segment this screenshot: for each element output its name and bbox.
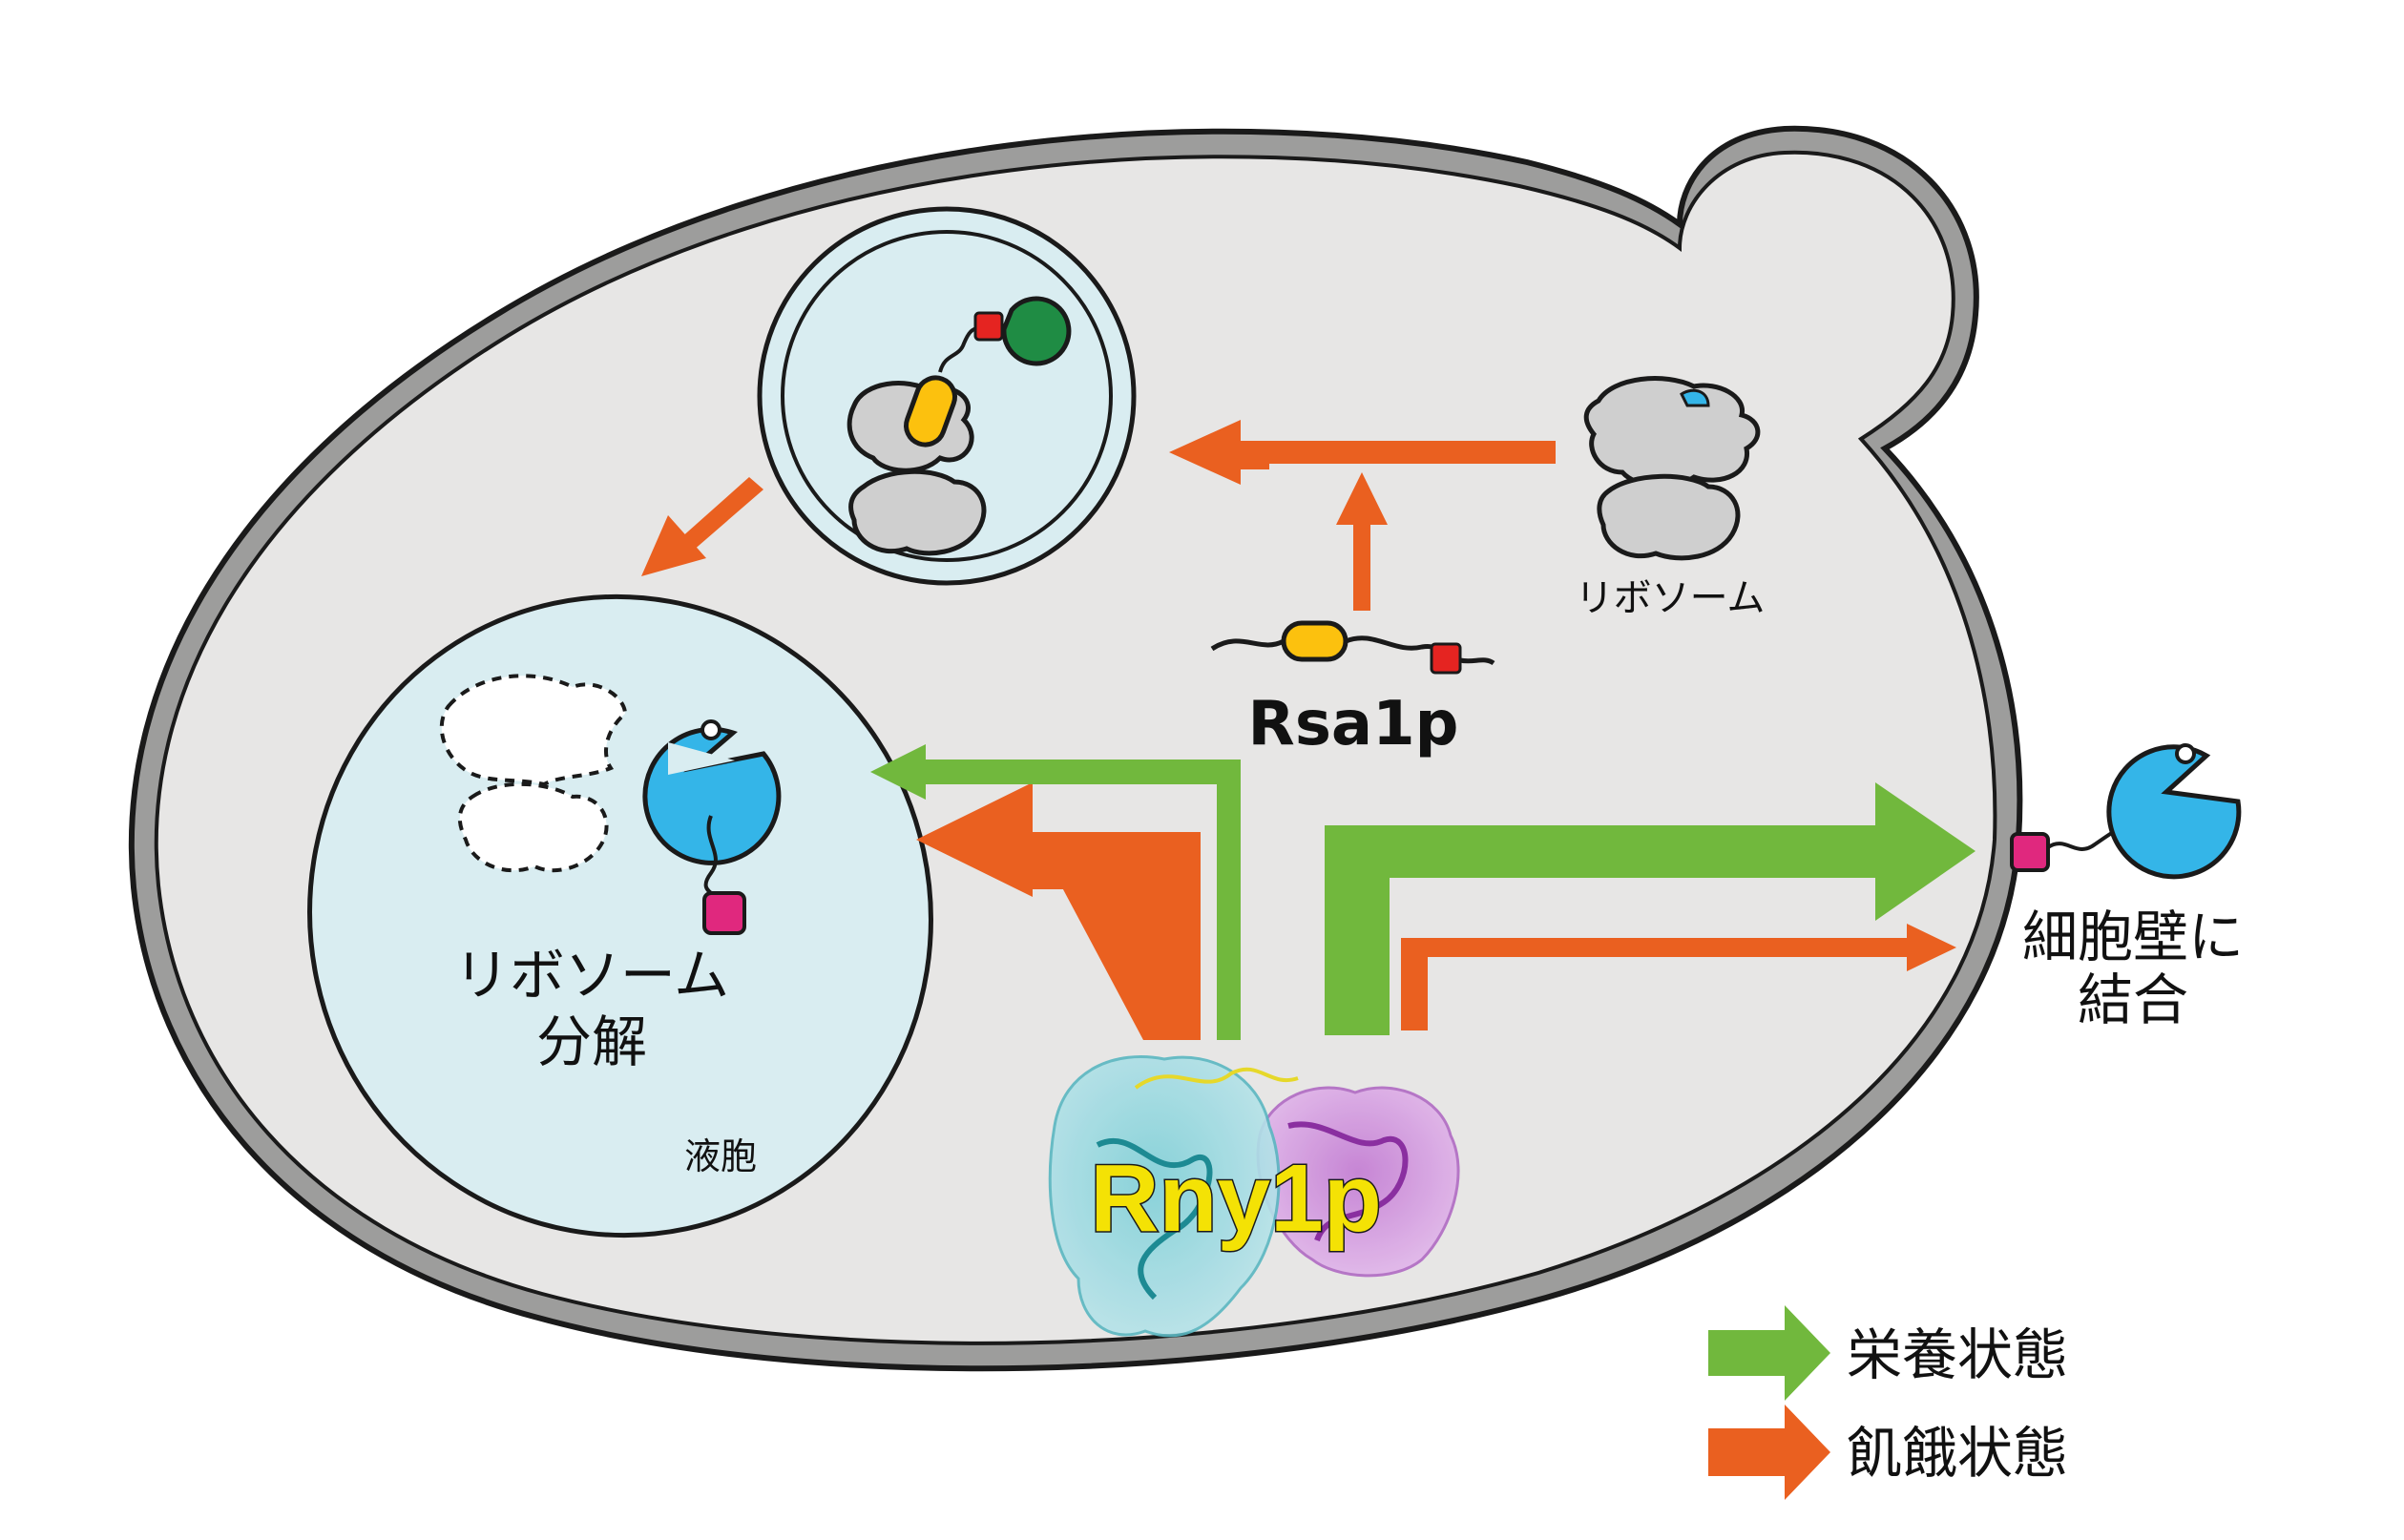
legend-item-nutrient: 栄養状態	[1708, 1305, 2068, 1401]
degradation-label-line1: リボソーム	[454, 943, 729, 1008]
arrow-rsa1p-up-head	[1336, 472, 1388, 525]
arrow-rny1p-to-vacuole-thin-head	[870, 744, 926, 800]
vacuole: 液胞 リボソーム 分解	[307, 593, 933, 1238]
ribosome-icon	[1583, 376, 1761, 561]
engulfed-rsa1p-icon	[904, 296, 1072, 447]
arrow-ribosome-to-autophagosome-shaft	[1222, 441, 1556, 464]
degradation-label-line2: 分解	[536, 1009, 647, 1074]
vacuole-label: 液胞	[684, 1135, 757, 1177]
arrow-rny1p-to-cellwall-thick	[1325, 825, 1885, 1035]
orange-arrow-icon	[1708, 1405, 1830, 1500]
cellwall-label-line1: 細胞壁に	[2022, 905, 2244, 969]
arrow-autophagosome-to-vacuole-head	[641, 515, 706, 576]
legend-label-starvation: 飢餓状態	[1847, 1421, 2068, 1486]
arrow-rny1p-to-cellwall-thin-head	[1907, 924, 1956, 971]
legend-label-nutrient: 栄養状態	[1847, 1322, 2068, 1387]
arrow-rny1p-to-cellwall-thin	[1401, 938, 1918, 1030]
starvation-arrows	[641, 420, 1956, 1040]
arrow-ribosome-to-autophagosome-head	[1169, 420, 1241, 485]
arrow-autophagosome-to-vacuole	[679, 477, 763, 551]
nutrient-arrows	[870, 744, 1975, 1040]
vacuolar-enzyme-icon	[642, 719, 782, 935]
legend: 栄養状態 飢餓状態	[1708, 1305, 2068, 1500]
autophagosome	[757, 206, 1137, 586]
ribosome-label: リボソーム	[1576, 576, 1766, 620]
rny1p-label: Rny1p	[1090, 1145, 1382, 1252]
arrow-rny1p-to-cellwall-thick-head	[1875, 782, 1975, 921]
cellwall-enzyme-icon	[2010, 743, 2242, 880]
degraded-ribosome-icon	[439, 674, 628, 873]
arrow-rsa1p-up-shaft	[1353, 520, 1370, 611]
rny1p-structure-icon	[1048, 1055, 1460, 1338]
legend-item-starvation: 飢餓状態	[1708, 1405, 2068, 1500]
green-arrow-icon	[1708, 1305, 1830, 1401]
rsa1p-label: Rsa1p	[1248, 689, 1459, 760]
rsa1p-icon	[1210, 620, 1495, 675]
cellwall-label-line2: 結合	[2078, 968, 2188, 1032]
